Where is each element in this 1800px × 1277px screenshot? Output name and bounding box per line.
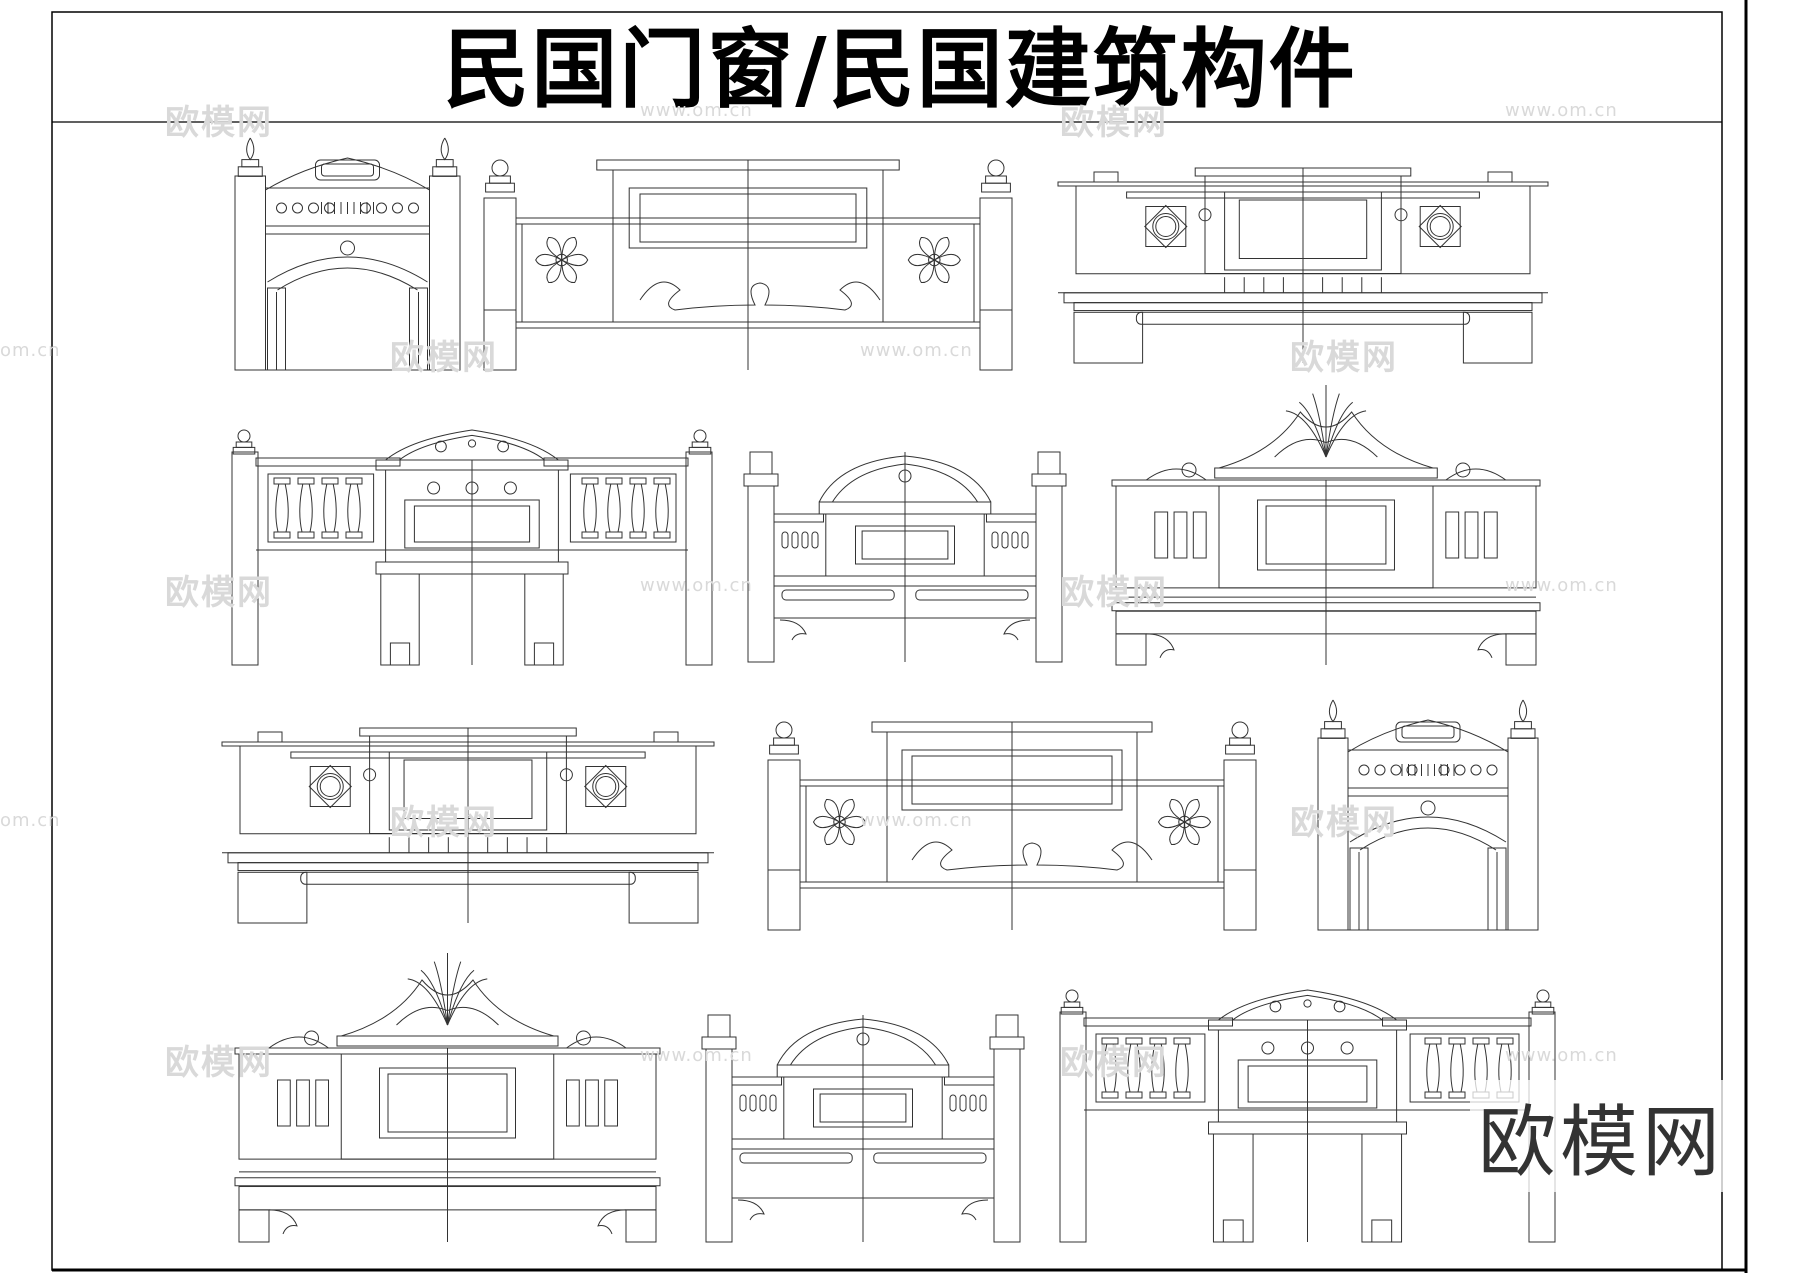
watermark-url: om.cn	[0, 340, 61, 361]
component-small-pediment	[701, 1014, 1025, 1243]
ball-finial	[485, 159, 515, 193]
baluster	[1149, 1037, 1167, 1099]
watermark-url: www.om.cn	[640, 575, 753, 596]
ball-finial	[688, 429, 712, 455]
baluster	[1101, 1037, 1119, 1099]
scroll-pediment	[385, 429, 559, 461]
brand-logo-text: 欧模网	[1470, 1080, 1733, 1192]
baluster	[345, 477, 363, 539]
star-medallion	[584, 764, 628, 809]
components-layer	[221, 137, 1556, 1243]
star-medallion	[308, 764, 352, 809]
baluster	[1173, 1037, 1191, 1099]
watermark-text: 欧模网	[165, 1043, 273, 1083]
watermark-text: 欧模网	[165, 573, 273, 613]
baluster	[1125, 1037, 1143, 1099]
ball-finial	[1531, 989, 1555, 1015]
component-baluster-scroll	[231, 429, 713, 666]
flower-rosette	[907, 236, 961, 284]
watermark-url: www.om.cn	[860, 810, 973, 831]
component-flower-panel	[483, 159, 1013, 371]
finial	[432, 137, 458, 177]
component-arch-gate	[1317, 699, 1539, 931]
baluster	[1424, 1037, 1442, 1099]
baluster	[297, 477, 315, 539]
baluster	[581, 477, 599, 539]
baluster	[605, 477, 623, 539]
watermark-url: www.om.cn	[1505, 1045, 1618, 1066]
watermark-url: www.om.cn	[1505, 575, 1618, 596]
ball-finial	[769, 721, 799, 755]
component-medallion-parapet	[1057, 167, 1549, 364]
component-shell-pediment	[1111, 385, 1541, 666]
watermark-url: www.om.cn	[1505, 100, 1618, 121]
component-flower-panel	[767, 721, 1257, 931]
finial	[1510, 699, 1536, 739]
ball-finial	[981, 159, 1011, 193]
component-small-pediment	[743, 451, 1067, 663]
watermark-text: 欧模网	[1290, 803, 1398, 843]
baluster	[629, 477, 647, 539]
shell-crest	[1274, 385, 1378, 458]
star-medallion	[1144, 204, 1188, 249]
flower-rosette	[1157, 798, 1212, 846]
watermark-url: www.om.cn	[640, 100, 753, 121]
flower-rosette	[535, 236, 589, 284]
watermark-text: 欧模网	[1060, 573, 1168, 613]
watermark-url: www.om.cn	[640, 1045, 753, 1066]
baluster	[321, 477, 339, 539]
watermark-text: 欧模网	[1060, 103, 1168, 143]
star-medallion	[1418, 204, 1462, 249]
watermark-text: 欧模网	[165, 103, 273, 143]
ball-finial	[1225, 721, 1255, 755]
watermark-text: 欧模网	[1290, 338, 1398, 378]
component-arch-gate	[234, 137, 461, 371]
watermark-url: www.om.cn	[860, 340, 973, 361]
shell-crest	[396, 953, 499, 1026]
baluster	[653, 477, 671, 539]
baluster	[273, 477, 291, 539]
watermark-text: 欧模网	[1060, 1043, 1168, 1083]
page-title: 民国门窗/民国建筑构件	[443, 19, 1357, 120]
ball-finial	[1060, 989, 1084, 1015]
watermark-text: 欧模网	[390, 338, 498, 378]
finial	[1320, 699, 1346, 739]
scroll-pediment	[1218, 989, 1397, 1021]
watermark-url: om.cn	[0, 810, 61, 831]
baluster	[1448, 1037, 1466, 1099]
component-baluster-scroll	[1059, 989, 1556, 1243]
ball-finial	[232, 429, 256, 455]
component-medallion-parapet	[221, 727, 715, 924]
watermark-text: 欧模网	[390, 803, 498, 843]
component-shell-pediment	[234, 953, 661, 1243]
flower-rosette	[812, 798, 867, 846]
